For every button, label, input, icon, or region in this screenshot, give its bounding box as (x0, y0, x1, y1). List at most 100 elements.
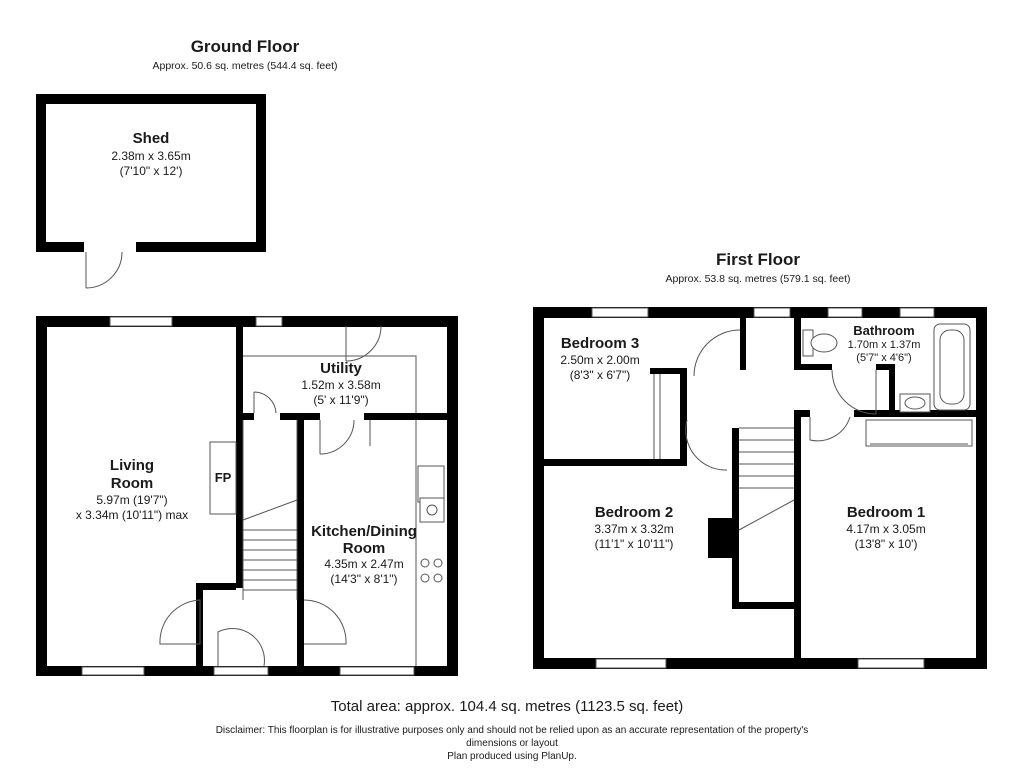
wall (794, 364, 832, 370)
bedroom-2-label: Bedroom 2 (595, 504, 673, 521)
kitchen-label-2: Room (343, 540, 386, 557)
shed (36, 94, 266, 289)
ground-floor-title: Ground Floor (191, 37, 300, 56)
door-swing (253, 391, 277, 414)
shed-dim-m: 2.38m x 3.65m (111, 149, 190, 163)
wall (136, 242, 266, 252)
door-swing (217, 628, 265, 667)
shed-dim-ft: (7'10" x 12') (120, 164, 183, 178)
wall (794, 318, 801, 370)
wall (732, 428, 739, 608)
living-room-dim-ft: x 3.34m (10'11") max (76, 508, 188, 522)
bathroom-label: Bathroom (853, 323, 914, 338)
stairs (242, 420, 298, 600)
window (827, 307, 863, 318)
bedroom-1-dim-ft: (13'8" x 10') (855, 537, 918, 551)
window (81, 666, 145, 676)
wall (447, 316, 458, 676)
wall (740, 318, 746, 370)
wall (36, 316, 47, 676)
wall (364, 413, 448, 420)
utility-label: Utility (320, 360, 362, 377)
hob (420, 558, 443, 583)
shed-label: Shed (133, 130, 170, 147)
bedroom-2-dim-ft: (11'1" x 10'11") (595, 537, 674, 551)
wall (196, 583, 236, 590)
wall (794, 410, 801, 660)
wall (36, 94, 266, 104)
bath-tub (933, 323, 971, 411)
bathroom-dim-m: 1.70m x 1.37m (848, 339, 921, 351)
ground-floor-plan (36, 316, 458, 676)
door-swing (685, 419, 728, 471)
window (591, 307, 649, 318)
wall (876, 364, 890, 370)
first-floor-area: Approx. 53.8 sq. metres (579.1 sq. feet) (665, 273, 850, 285)
wall (544, 459, 686, 466)
sink-bowl (426, 504, 438, 516)
first-floor-plan (533, 307, 987, 669)
living-room-label-1: Living (110, 457, 154, 474)
wall (889, 364, 895, 416)
chimney-breast (708, 518, 732, 558)
wall (36, 242, 84, 252)
living-room-label-2: Room (111, 475, 154, 492)
credit-line: Plan produced using PlanUp. (447, 751, 577, 762)
bathroom-dim-ft: (5'7" x 4'6") (856, 352, 911, 364)
kitchen-label-1: Kitchen/Dining (311, 523, 417, 540)
wall (280, 413, 320, 420)
wardrobe (865, 419, 973, 447)
fireplace-label: FP (215, 470, 232, 485)
utility-dim-ft: (5' x 11'9") (313, 393, 368, 407)
wall (650, 368, 686, 374)
door-swing (85, 251, 123, 289)
wall (794, 410, 810, 417)
window (255, 316, 283, 327)
kitchen-dim-ft: (14'3" x 8'1") (330, 572, 397, 586)
bedroom-2-dim-m: 3.37m x 3.32m (594, 522, 673, 536)
wall (256, 94, 266, 252)
toilet (802, 329, 838, 357)
wall (976, 307, 987, 669)
wall (36, 316, 458, 327)
disclaimer-line-2: dimensions or layout (466, 738, 558, 749)
window (753, 307, 791, 318)
living-room-dim-m: 5.97m (19'7") (96, 493, 167, 507)
bedroom-3-label: Bedroom 3 (561, 335, 639, 352)
window (595, 658, 667, 669)
window (899, 307, 935, 318)
front-door-opening (213, 666, 269, 676)
wall (236, 326, 243, 588)
wardrobe (653, 374, 661, 459)
bedroom-1-dim-m: 4.17m x 3.05m (846, 522, 925, 536)
first-floor-title: First Floor (716, 250, 800, 269)
total-area: Total area: approx. 104.4 sq. metres (11… (331, 698, 683, 715)
wall (297, 596, 304, 668)
wall (533, 658, 987, 669)
door-swing (693, 329, 741, 377)
wall (36, 94, 46, 252)
wall (680, 368, 687, 466)
bedroom-1-label: Bedroom 1 (847, 504, 925, 521)
bedroom-3-dim-m: 2.50m x 2.00m (560, 353, 639, 367)
window (857, 658, 925, 669)
wall (236, 413, 254, 420)
stairs (738, 427, 795, 531)
utility-dim-m: 1.52m x 3.58m (301, 378, 380, 392)
window (109, 316, 173, 327)
door-swing (303, 599, 347, 645)
wall (533, 307, 544, 669)
door-swing (809, 416, 851, 442)
kitchen-vent-grille (417, 465, 445, 503)
wall (854, 410, 976, 417)
partition (243, 355, 417, 413)
disclaimer-line-1: Disclaimer: This floorplan is for illust… (216, 725, 809, 736)
fireplace (209, 441, 237, 515)
kitchen-dim-m: 4.35m x 2.47m (324, 557, 403, 571)
wall (297, 418, 304, 600)
wall (732, 602, 800, 609)
wash-basin (899, 393, 931, 413)
door-swing (319, 419, 355, 455)
bedroom-3-dim-ft: (8'3" x 6'7") (570, 368, 630, 382)
